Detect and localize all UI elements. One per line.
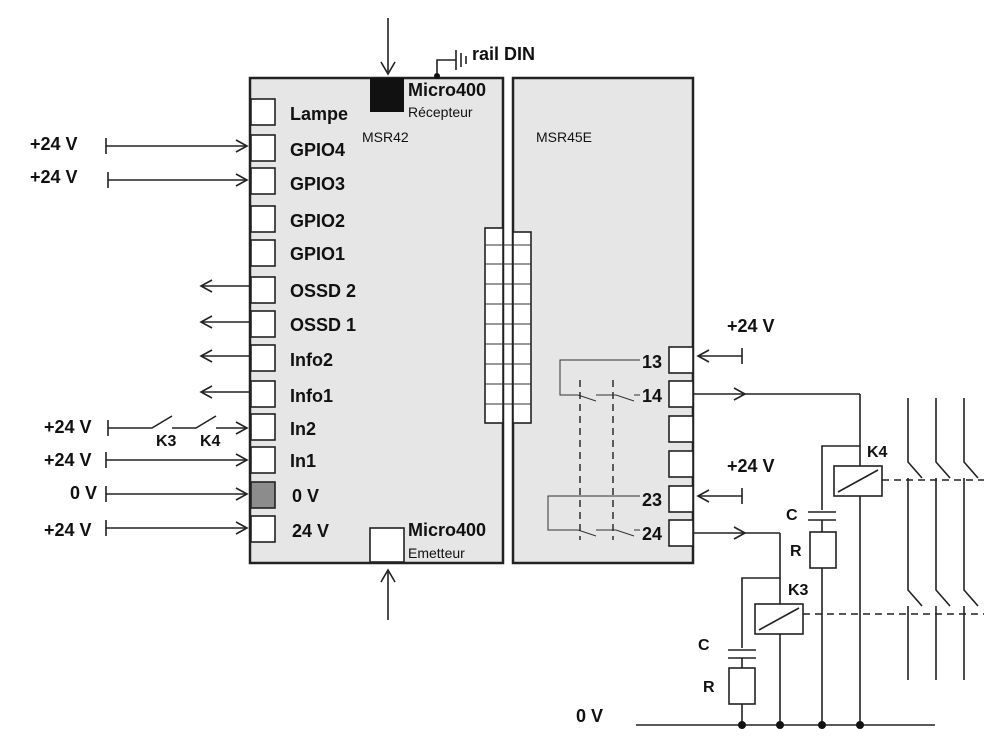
terminal-gpio4 [250, 134, 276, 162]
terminal-label: 0 V [292, 486, 319, 506]
right-input-wires [696, 348, 743, 504]
terminal-blank [668, 450, 694, 478]
k4-coil-label: K4 [867, 444, 888, 461]
terminal-label: OSSD 1 [290, 315, 356, 335]
terminal-lampe [250, 98, 276, 126]
k3-contact-label: K3 [156, 433, 177, 450]
din-rail-wire [436, 59, 456, 78]
terminal-label: 24 [642, 524, 662, 544]
module-connector-right [512, 231, 532, 424]
terminal-in1 [250, 446, 276, 474]
msr42-module [248, 76, 505, 565]
terminal-label: Lampe [290, 104, 348, 124]
msr45e-terminal-column [668, 346, 694, 547]
left-output-wires [199, 279, 249, 399]
recepteur-label: Récepteur [408, 104, 473, 120]
msr45e-module [511, 76, 695, 565]
terminal-label: GPIO3 [290, 174, 345, 194]
voltage-label: +24 V [30, 134, 78, 154]
terminal-gpio3 [250, 167, 276, 195]
terminal-info2 [250, 344, 276, 372]
voltage-label: 0 V [70, 483, 97, 503]
terminal-24 [668, 519, 694, 547]
r-label-k3: R [703, 679, 715, 696]
receiver-arrowhead [380, 61, 396, 76]
terminal-13 [668, 346, 694, 374]
terminal-label: OSSD 2 [290, 281, 356, 301]
power-contacts [803, 398, 984, 680]
voltage-label: +24 V [30, 167, 78, 187]
terminal-gpio1 [250, 239, 276, 267]
msr42-terminal-labels: Lampe GPIO4 GPIO3 GPIO2 GPIO1 OSSD 2 OSS… [290, 104, 356, 541]
terminal-14 [668, 380, 694, 408]
terminal-24v [250, 515, 276, 543]
micro400-top-label: Micro400 [408, 80, 486, 100]
left-input-wires [105, 138, 249, 536]
c-label-k3: C [698, 637, 710, 654]
terminal-label: GPIO1 [290, 244, 345, 264]
rail-din-label: rail DIN [472, 44, 535, 64]
terminal-label: Info2 [290, 350, 333, 370]
msr42-terminal-column [250, 98, 276, 543]
k4-contact-label: K4 [200, 433, 221, 450]
terminal-blank [668, 415, 694, 443]
output-24-wire [693, 526, 781, 604]
r-label-k4: R [790, 543, 802, 560]
micro400-receiver-block [370, 78, 404, 112]
terminal-0v [250, 481, 276, 509]
output-14-wire [693, 387, 861, 466]
terminal-in2 [250, 413, 276, 441]
terminal-label: GPIO2 [290, 211, 345, 231]
voltage-label: +24 V [44, 450, 92, 470]
terminal-info1 [250, 380, 276, 408]
terminal-23 [668, 485, 694, 513]
terminal-label: 24 V [292, 521, 329, 541]
zero-volt-label: 0 V [576, 706, 603, 726]
k3-coil-label: K3 [788, 582, 809, 599]
terminal-ossd2 [250, 276, 276, 304]
din-rail-node [434, 73, 440, 79]
terminal-label: In2 [290, 419, 316, 439]
terminal-label: 13 [642, 352, 662, 372]
voltage-label: +24 V [727, 316, 775, 336]
msr45e-label: MSR45E [536, 129, 592, 145]
voltage-label: +24 V [44, 520, 92, 540]
terminal-label: GPIO4 [290, 140, 345, 160]
msr42-label: MSR42 [362, 129, 409, 145]
terminal-label: Info1 [290, 386, 333, 406]
k4-relay-coil [808, 445, 883, 725]
terminal-label: 14 [642, 386, 662, 406]
terminal-label: 23 [642, 490, 662, 510]
left-voltage-labels: +24 V +24 V +24 V +24 V 0 V +24 V [30, 134, 97, 540]
emetteur-label: Emetteur [408, 545, 465, 561]
micro400-bottom-label: Micro400 [408, 520, 486, 540]
voltage-label: +24 V [44, 417, 92, 437]
terminal-ossd1 [250, 310, 276, 338]
emitter-arrowhead [380, 568, 396, 583]
zero-volt-bus [636, 721, 935, 729]
internal-contacts [547, 359, 640, 540]
terminal-gpio2 [250, 205, 276, 233]
voltage-label: +24 V [727, 456, 775, 476]
c-label-k4: C [786, 507, 798, 524]
micro400-emitter-block [369, 527, 405, 563]
k3-relay-coil [728, 577, 804, 725]
terminal-label: In1 [290, 451, 316, 471]
